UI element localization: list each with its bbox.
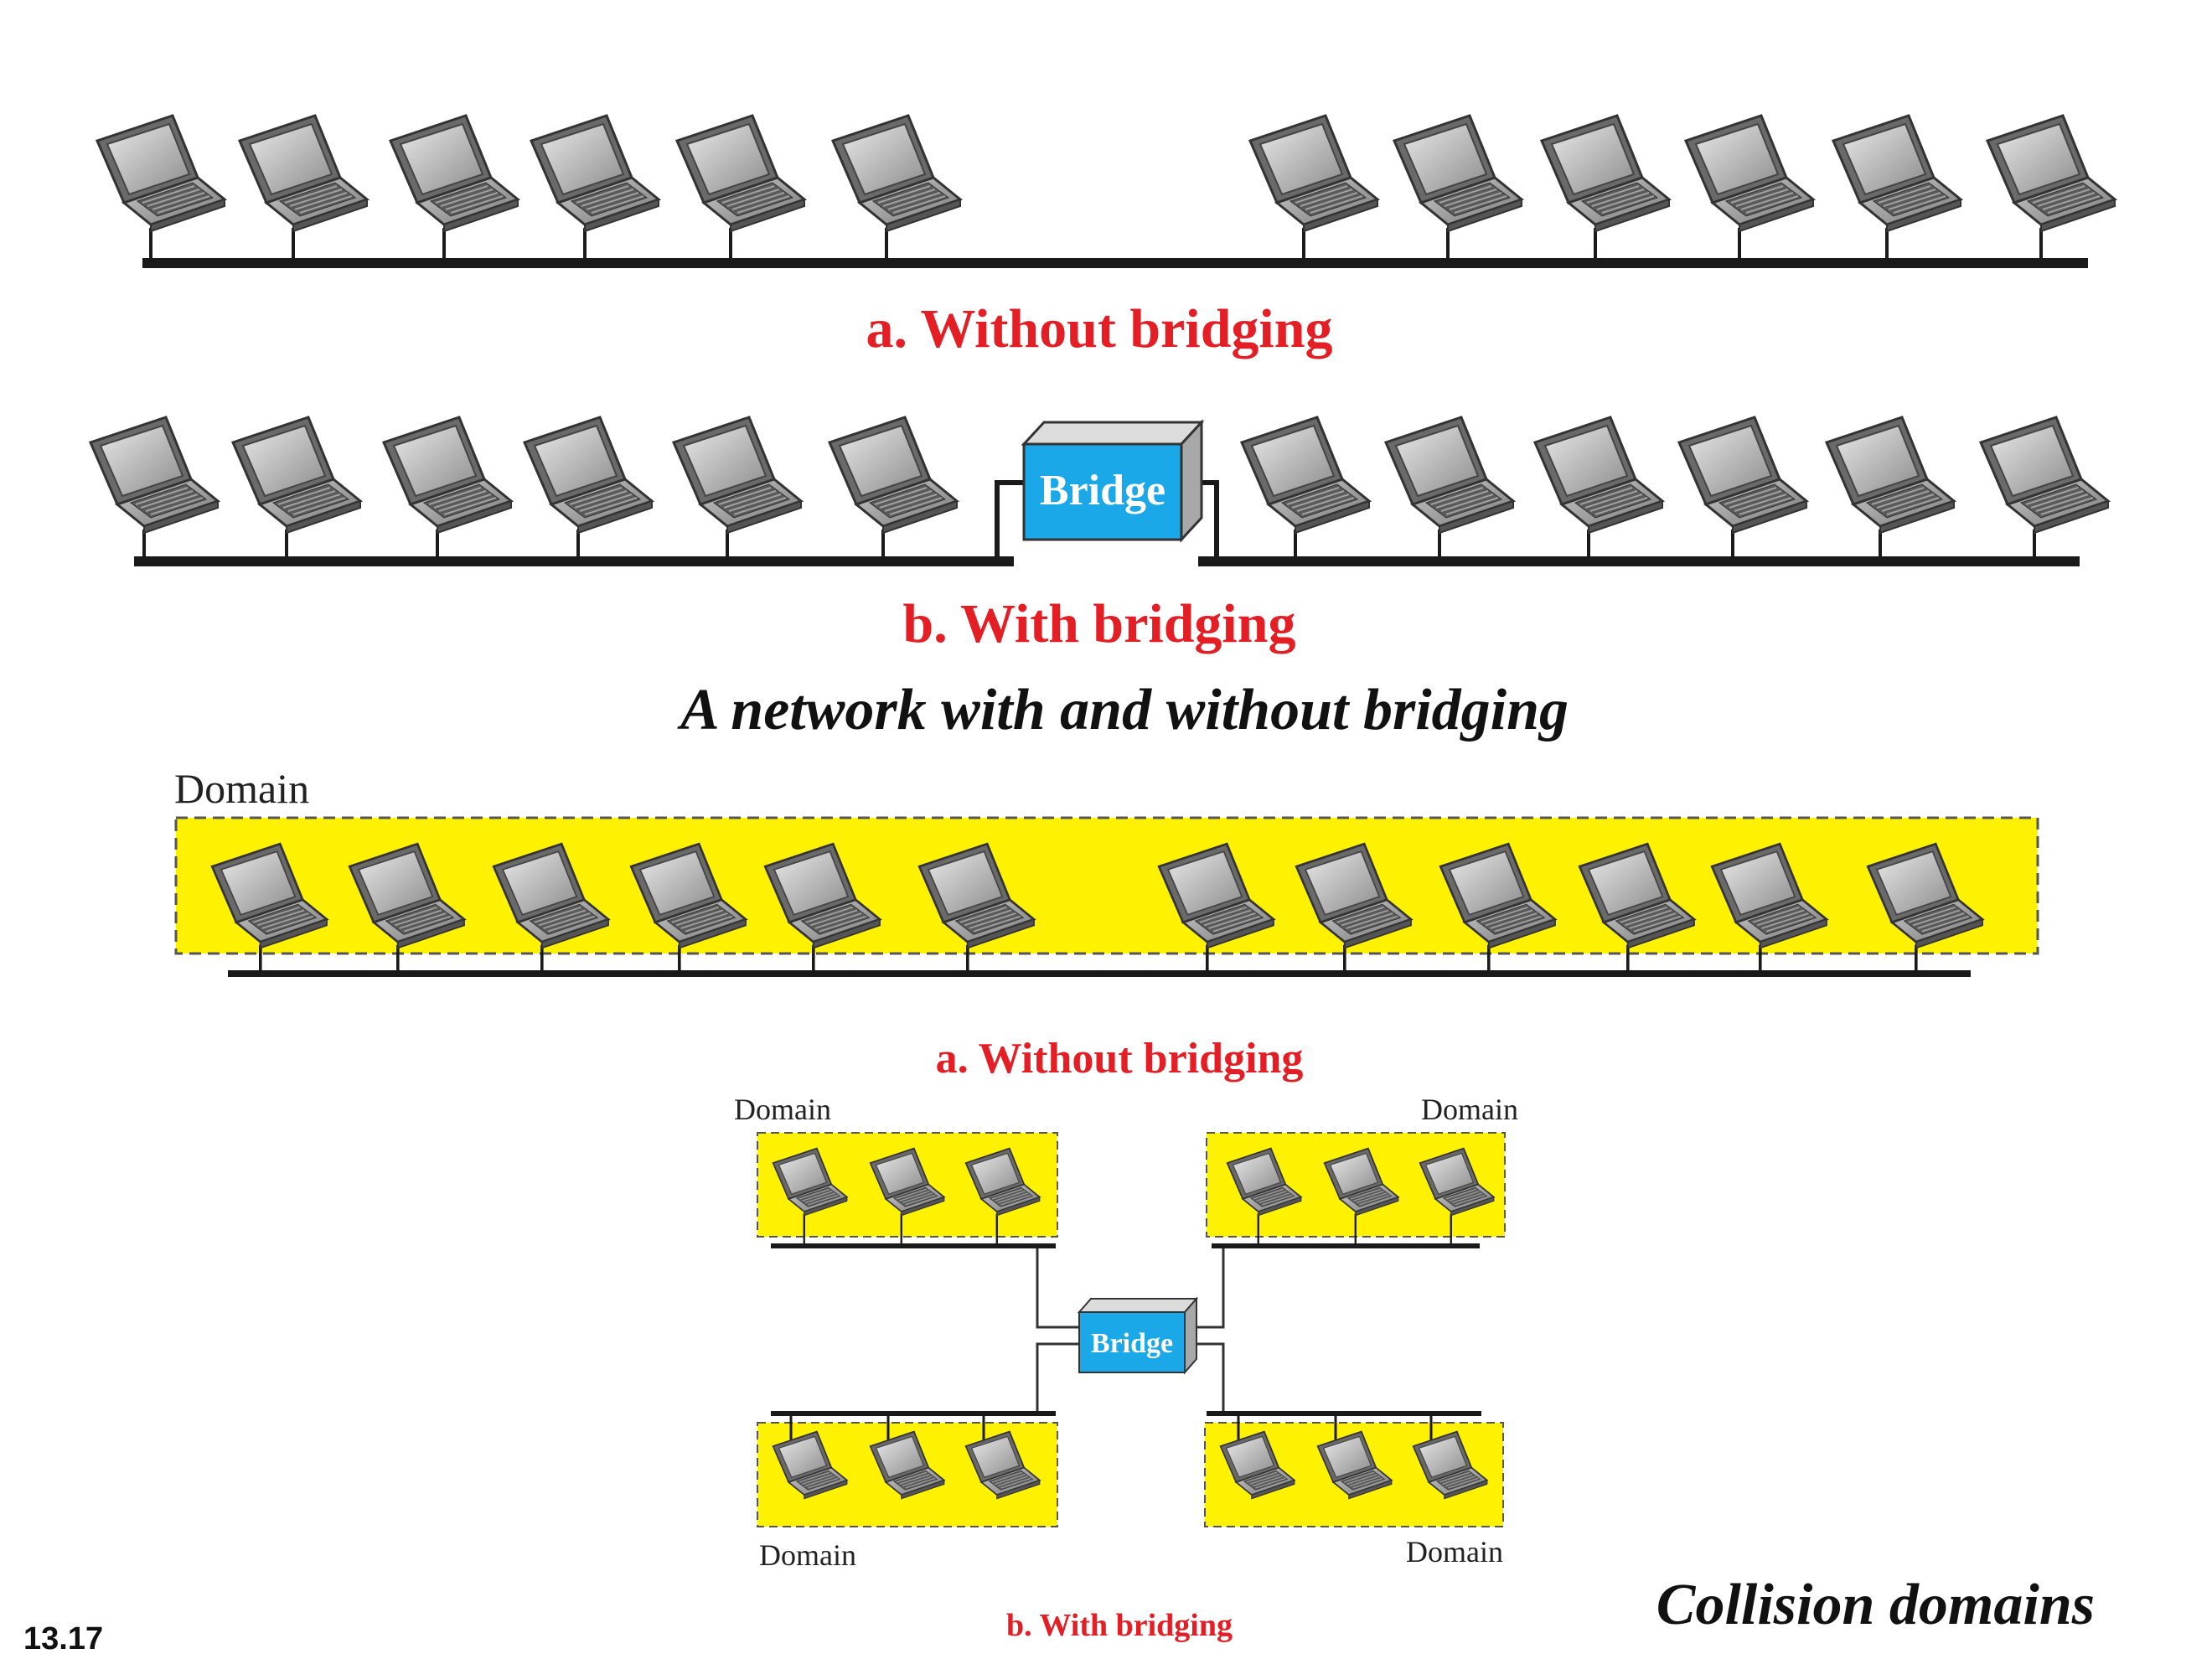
domain-laptop-small	[1323, 1147, 1399, 1245]
domain-laptop-small	[1412, 1416, 1488, 1500]
domain-laptop	[1866, 842, 1984, 972]
bus-top-left	[771, 1243, 1056, 1248]
top-b-laptop	[382, 416, 513, 558]
top-b-bus-left	[134, 556, 1014, 566]
bridge-link-top-right	[1190, 1248, 1225, 1329]
domain-laptop-small	[869, 1147, 945, 1245]
slide-number: 13.17	[23, 1621, 103, 1656]
domain-laptop	[348, 842, 466, 972]
bottom-a-bus	[228, 970, 1971, 977]
bus-bottom-left	[771, 1411, 1056, 1416]
top-bridge: Bridge	[1021, 419, 1205, 543]
bridge-link-bottom-right	[1190, 1342, 1225, 1411]
top-b-laptop	[523, 416, 654, 558]
top-b-laptop	[672, 416, 803, 558]
domain-laptop	[210, 842, 328, 972]
domain-laptop	[1157, 842, 1275, 972]
bottom-bridge: Bridge	[1077, 1296, 1199, 1375]
domain-label-bottom-left: Domain	[759, 1538, 856, 1572]
domain-laptop-small	[772, 1416, 848, 1500]
top-b-laptop	[89, 416, 220, 558]
bus-bottom-right	[1207, 1411, 1481, 1416]
top-without-bridging	[96, 114, 2116, 268]
top-with-bridging: Bridge	[89, 416, 2110, 566]
top-a-laptop	[1832, 114, 1962, 260]
top-a-laptop	[238, 114, 369, 260]
top-a-laptop	[831, 114, 962, 260]
top-a-bus	[142, 258, 2088, 268]
top-b-laptop	[1979, 416, 2110, 558]
domain-laptop-small	[964, 1416, 1041, 1500]
domain-laptop	[1710, 842, 1828, 972]
bottom-caption-b: b. With bridging	[1006, 1608, 1233, 1643]
domain-laptop	[1295, 842, 1413, 972]
top-a-laptop	[1248, 114, 1379, 260]
top-bridge-label: Bridge	[1040, 467, 1165, 514]
bottom-bridge-label: Bridge	[1091, 1328, 1173, 1359]
domain-laptop	[917, 842, 1036, 972]
top-b-bus-right	[1198, 556, 2080, 566]
domain-laptop-small	[1316, 1416, 1393, 1500]
domain-laptop	[1578, 842, 1696, 972]
top-a-laptop	[1540, 114, 1671, 260]
domain-label-bottom-right: Domain	[1406, 1535, 1503, 1569]
top-b-laptop	[1384, 416, 1515, 558]
top-b-laptop	[231, 416, 362, 558]
bottom-without-bridging	[210, 842, 1984, 977]
top-a-laptop	[1986, 114, 2116, 260]
top-a-laptop	[675, 114, 806, 260]
top-b-laptop	[1533, 416, 1664, 558]
top-caption-b: b. With bridging	[903, 593, 1296, 654]
top-a-laptop	[389, 114, 519, 260]
domain-laptop	[492, 842, 610, 972]
bus-top-right	[1212, 1243, 1480, 1248]
top-bridge-connector-left	[995, 480, 1027, 556]
domain-laptop-small	[1219, 1416, 1295, 1500]
domain-laptop-small	[1226, 1147, 1302, 1245]
domain-laptop-small	[772, 1147, 848, 1245]
bridge-link-top-left	[1036, 1248, 1081, 1329]
top-a-laptop	[530, 114, 660, 260]
top-a-laptop	[1393, 114, 1523, 260]
top-diagram-title: A network with and without bridging	[677, 678, 1569, 742]
top-b-laptop	[1677, 416, 1808, 558]
top-caption-a: a. Without bridging	[866, 298, 1333, 359]
domain-label-single: Domain	[174, 765, 309, 812]
domain-laptop-small	[1419, 1147, 1495, 1245]
domain-laptop-small	[869, 1416, 945, 1500]
top-a-laptop	[96, 114, 226, 260]
top-b-laptop	[1825, 416, 1956, 558]
domain-laptop-small	[964, 1147, 1041, 1245]
domain-label-top-right: Domain	[1421, 1093, 1518, 1126]
domain-laptop	[1439, 842, 1557, 972]
top-b-laptop	[828, 416, 959, 558]
domain-laptop	[763, 842, 881, 972]
domain-label-top-left: Domain	[734, 1093, 831, 1126]
top-b-laptop	[1240, 416, 1371, 558]
bottom-diagram-title: Collision domains	[1656, 1573, 2095, 1637]
domain-laptop	[629, 842, 747, 972]
bottom-caption-a: a. Without bridging	[936, 1035, 1304, 1083]
bridge-link-bottom-left	[1036, 1342, 1081, 1411]
bottom-with-bridging: Bridge	[771, 1147, 1495, 1500]
top-a-laptop	[1684, 114, 1815, 260]
